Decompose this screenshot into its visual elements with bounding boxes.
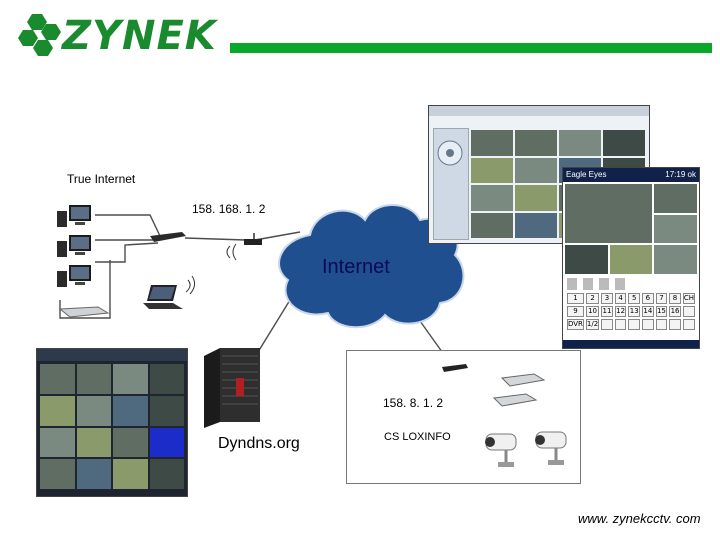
keypad-key[interactable]: CH xyxy=(682,293,695,304)
desktop-computer-icon xyxy=(57,265,91,287)
keypad-key[interactable]: 4 xyxy=(614,293,627,304)
isp-label: CS LOXINFO xyxy=(384,431,451,443)
ptz-control-icon xyxy=(437,140,463,166)
keypad-key[interactable]: 8 xyxy=(669,293,681,304)
keypad-key[interactable]: 6 xyxy=(642,293,654,304)
remote-site-box xyxy=(346,350,581,484)
keypad-key[interactable]: 7 xyxy=(655,293,668,304)
app-title: Eagle Eyes xyxy=(566,170,607,179)
keypad-key[interactable]: 1 xyxy=(567,293,584,304)
dyndns-label: Dyndns.org xyxy=(218,435,300,452)
remote-ip-label: 158. 8. 1. 2 xyxy=(383,396,444,410)
true-internet-label: True Internet xyxy=(67,172,136,186)
app-time: 17:19 xyxy=(665,170,686,179)
router-icon xyxy=(244,233,262,245)
brand-name: ZYNEK xyxy=(62,13,217,59)
keypad-key[interactable] xyxy=(614,319,627,330)
keypad-key[interactable]: 9 xyxy=(567,306,584,317)
laptop-icon xyxy=(143,285,183,309)
keypad-key[interactable]: 14 xyxy=(642,306,654,317)
ok-button[interactable]: ok xyxy=(687,170,696,179)
network-switch-icon xyxy=(150,232,186,242)
keypad-key[interactable]: 10 xyxy=(585,306,600,317)
keypad-key[interactable] xyxy=(655,319,668,330)
desktop-computer-icon xyxy=(57,235,91,257)
header-bar xyxy=(230,43,712,53)
dvr-device-icon xyxy=(492,393,538,407)
keypad-key[interactable]: 5 xyxy=(628,293,641,304)
keypad-key[interactable] xyxy=(669,319,681,330)
internet-cloud-icon xyxy=(278,204,465,329)
keypad-key[interactable] xyxy=(682,306,695,317)
keypad-key[interactable]: 12 xyxy=(614,306,627,317)
keypad-key[interactable]: 15 xyxy=(655,306,668,317)
keypad-key[interactable]: DVR xyxy=(567,319,584,330)
local-ip-label: 158. 168. 1. 2 xyxy=(192,202,266,216)
keypad-key[interactable]: 2 xyxy=(585,293,600,304)
keypad-key[interactable] xyxy=(682,319,695,330)
keypad-key[interactable]: 3 xyxy=(601,293,613,304)
cctv-camera-icon xyxy=(485,433,517,467)
keypad-key[interactable]: 13 xyxy=(628,306,641,317)
server-rack-icon xyxy=(204,348,260,428)
keypad-key[interactable]: 16 xyxy=(669,306,681,317)
keypad-key[interactable] xyxy=(628,319,641,330)
keypad-key[interactable] xyxy=(642,319,654,330)
dvr-device-icon xyxy=(58,306,110,318)
dvr-software-screenshot xyxy=(36,348,188,497)
keypad-key[interactable] xyxy=(601,319,613,330)
dvr-device-icon xyxy=(500,373,546,387)
router-icon xyxy=(442,364,468,372)
zynek-logo-icon xyxy=(18,14,61,56)
cctv-camera-icon xyxy=(535,431,567,465)
internet-label: Internet xyxy=(322,256,390,278)
desktop-computer-icon xyxy=(57,205,91,227)
website-url: www. zynekcctv. com xyxy=(578,511,701,526)
keypad-key[interactable]: 1/2 xyxy=(585,319,600,330)
keypad-key[interactable]: 11 xyxy=(601,306,613,317)
